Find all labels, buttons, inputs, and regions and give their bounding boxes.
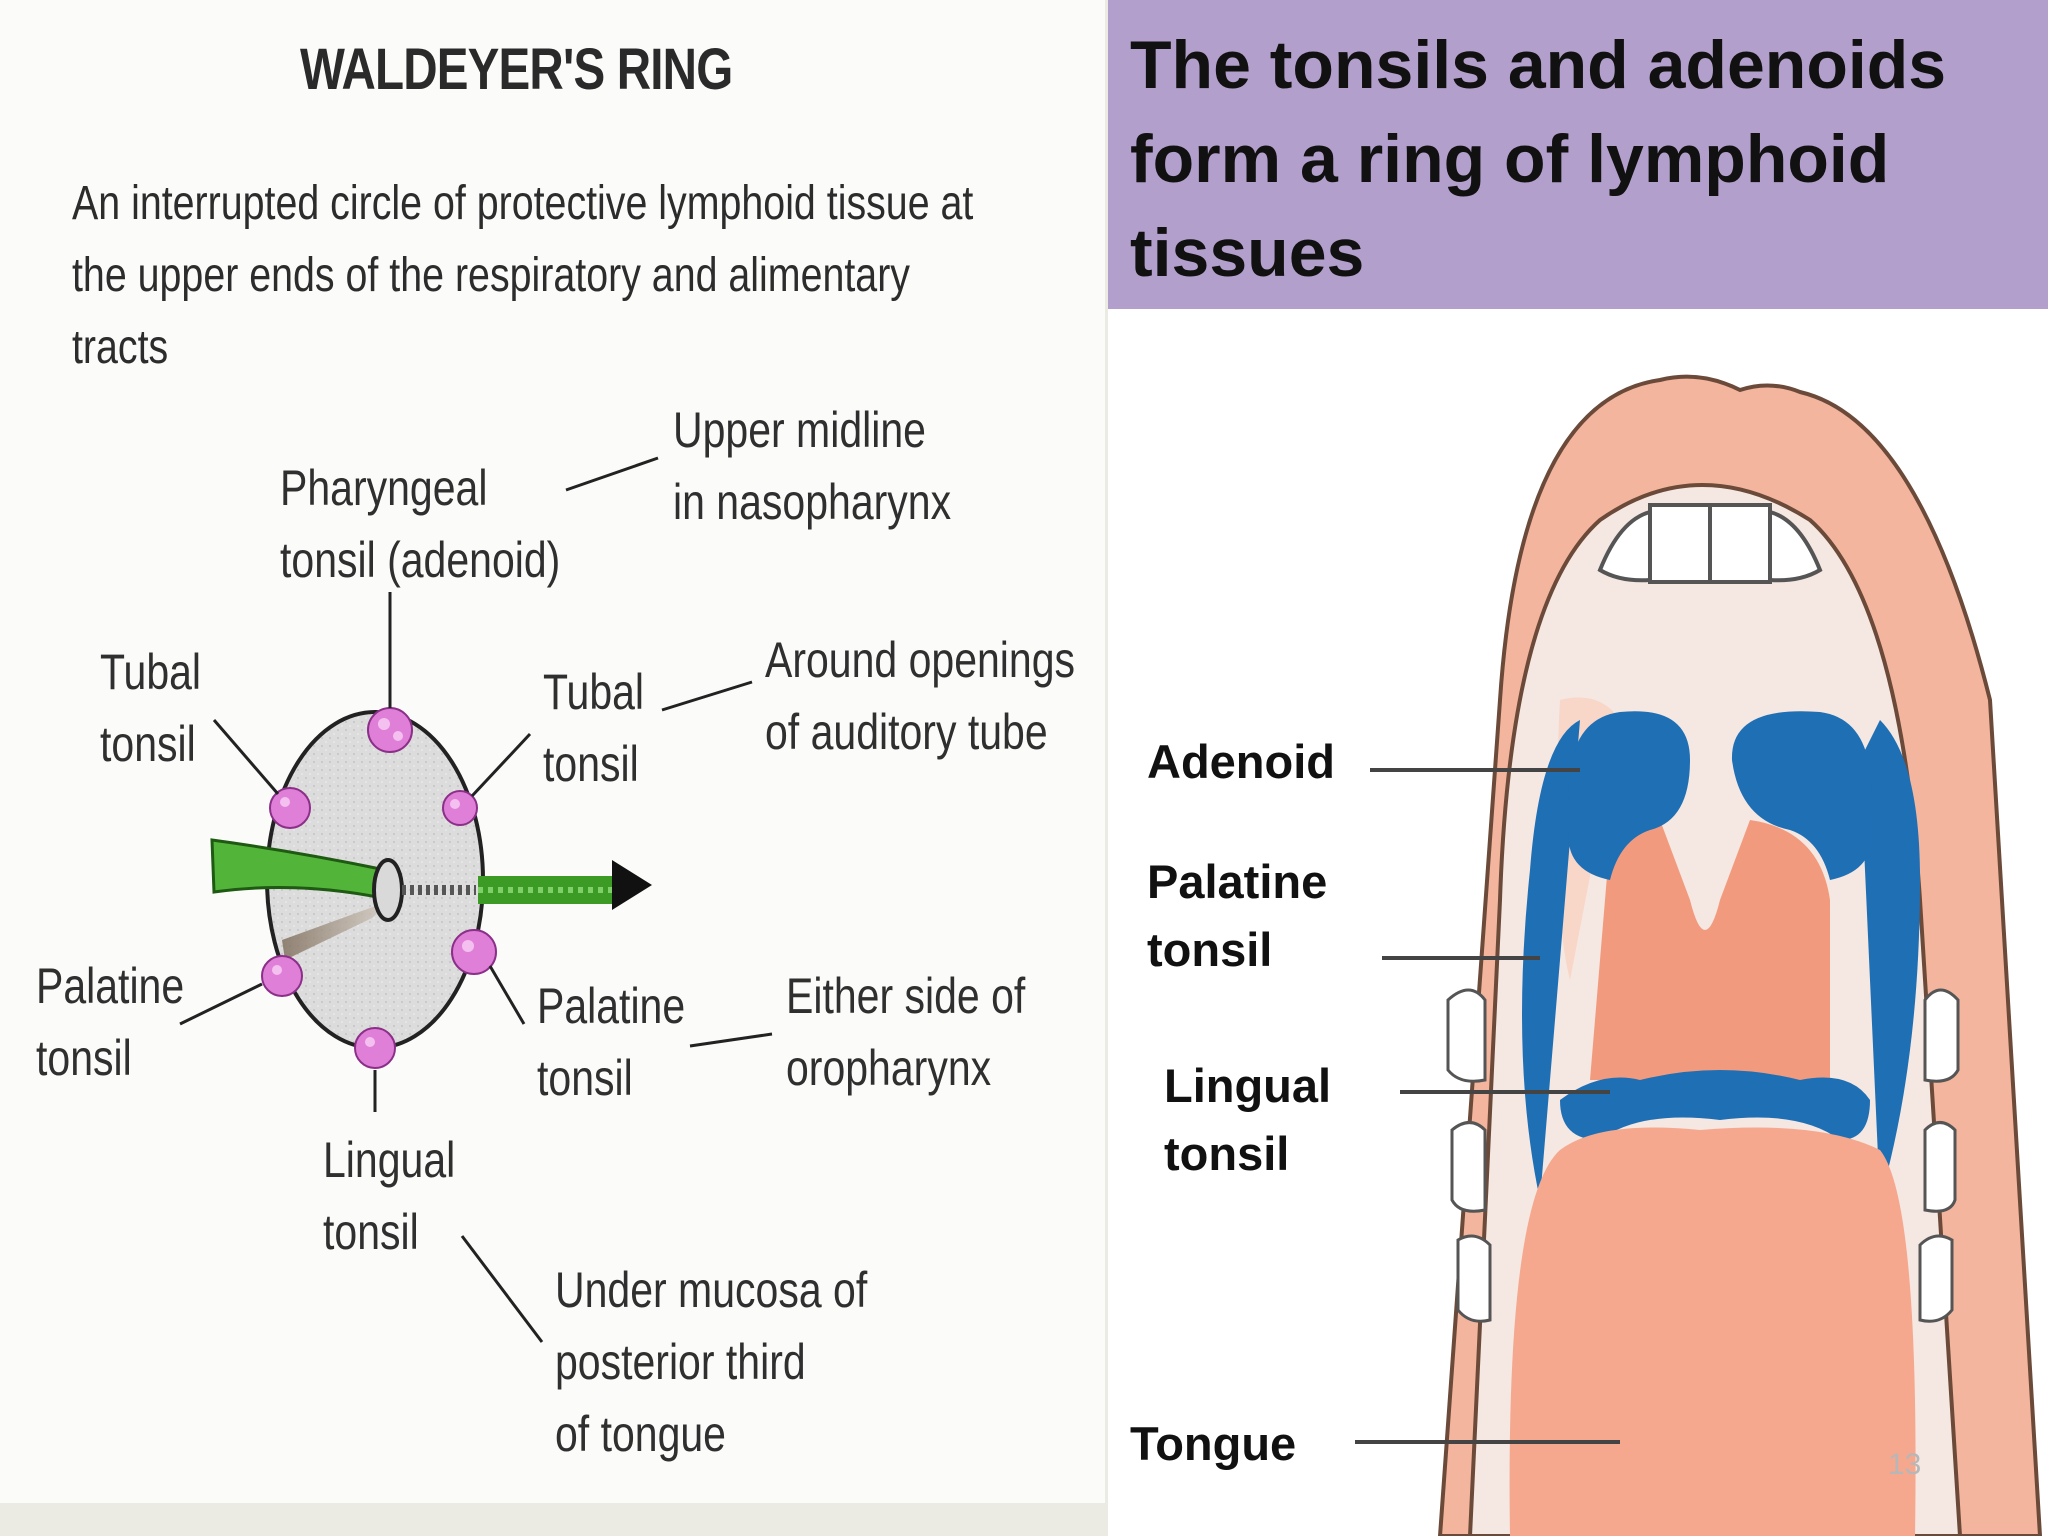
palatine-tonsil-right-shape — [1860, 720, 1920, 1200]
header-band — [1108, 0, 2048, 309]
lingual-tonsil-shape — [1560, 1070, 1870, 1140]
label-either-side: Either side of oropharynx — [786, 968, 1026, 1096]
palatine-tonsil-left-shape — [1522, 720, 1580, 1200]
side-teeth — [1446, 988, 1960, 1323]
label-under-mucosa: Under mucosa of posterior third of tongu… — [555, 1262, 868, 1462]
left-panel — [0, 0, 1105, 1503]
label-lingual-tonsil: Lingual tonsil — [323, 1132, 456, 1260]
adenoid-left-shape — [1568, 711, 1690, 880]
label-upper-midline: Upper midline in nasopharynx — [673, 402, 952, 530]
arrow-head — [612, 860, 652, 910]
label-tubal-tonsil-right: Tubal tonsil — [543, 664, 645, 792]
intro-text: An interrupted circle of protective lymp… — [72, 177, 974, 374]
right-label-adenoid: Adenoid — [1147, 735, 1335, 788]
soft-palate — [1590, 820, 1830, 1080]
palatine-tonsil-left-blob — [261, 955, 303, 997]
label-palatine-tonsil-left: Palatine tonsil — [36, 958, 185, 1086]
waldeyer-title: WALDEYER'S RING — [300, 37, 733, 102]
right-label-tongue: Tongue — [1130, 1417, 1297, 1470]
palatine-tonsil-right-blob — [451, 929, 497, 975]
tongue-shape — [1509, 1127, 1916, 1536]
lingual-tonsil-blob — [354, 1027, 396, 1069]
right-label-palatine: Palatine tonsil — [1147, 855, 1328, 976]
tubal-tonsil-right-blob — [442, 790, 478, 826]
right-label-lingual: Lingual tonsil — [1164, 1059, 1332, 1180]
label-palatine-tonsil-right: Palatine tonsil — [537, 978, 686, 1106]
label-tubal-tonsil-left: Tubal tonsil — [100, 644, 202, 772]
label-pharyngeal-tonsil: Pharyngeal tonsil (adenoid) — [280, 460, 561, 588]
page-number: 13 — [1888, 1448, 1922, 1481]
label-around-openings: Around openings of auditory tube — [765, 632, 1076, 760]
tubal-tonsil-left-blob — [269, 787, 311, 829]
right-title: The tonsils and adenoids form a ring of … — [1130, 27, 1947, 291]
upper-teeth — [1597, 503, 1823, 584]
adenoid-right-shape — [1731, 711, 1872, 880]
